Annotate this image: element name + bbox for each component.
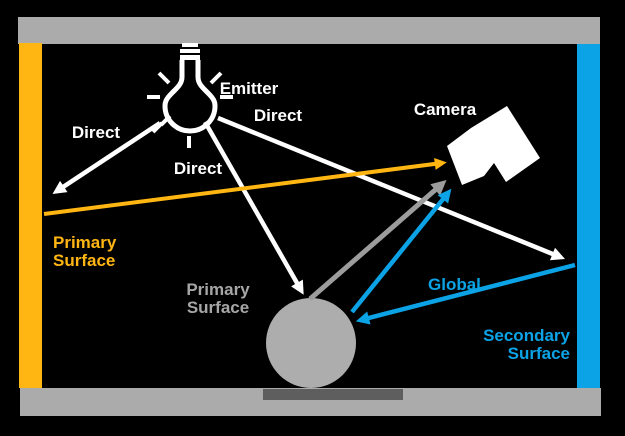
label-global: Global	[428, 275, 481, 294]
global-ray-wall-to-sphere	[355, 262, 576, 325]
light-rays	[43, 115, 576, 325]
bulb-cap	[180, 43, 200, 60]
label-direct-right: Direct	[254, 106, 303, 125]
sphere-shadow	[263, 389, 403, 400]
camera-body	[447, 106, 540, 185]
label-camera: Camera	[414, 100, 477, 119]
direct-ray-to-right-wall	[217, 115, 566, 261]
video-camera-icon	[447, 106, 540, 185]
light-bulb-icon	[147, 43, 233, 148]
ceiling-bar	[18, 17, 600, 44]
direct-ray-to-sphere	[203, 120, 304, 295]
label-emitter: Emitter	[220, 79, 279, 98]
label-direct-left: Direct	[72, 123, 121, 142]
bulb-rays	[147, 71, 233, 148]
sphere-primary-surface	[266, 298, 356, 388]
left-wall-primary-surface	[19, 43, 42, 388]
room-structure	[18, 17, 601, 416]
primary-ray-wall-to-camera	[43, 157, 447, 216]
bounce-ray-sphere-to-camera	[308, 180, 447, 301]
label-direct-middle: Direct	[174, 159, 223, 178]
right-wall-secondary-surface	[577, 44, 600, 388]
bulb-outline	[162, 60, 218, 134]
global-ray-sphere-to-camera	[350, 188, 452, 314]
direct-ray-to-left-wall	[52, 121, 162, 194]
